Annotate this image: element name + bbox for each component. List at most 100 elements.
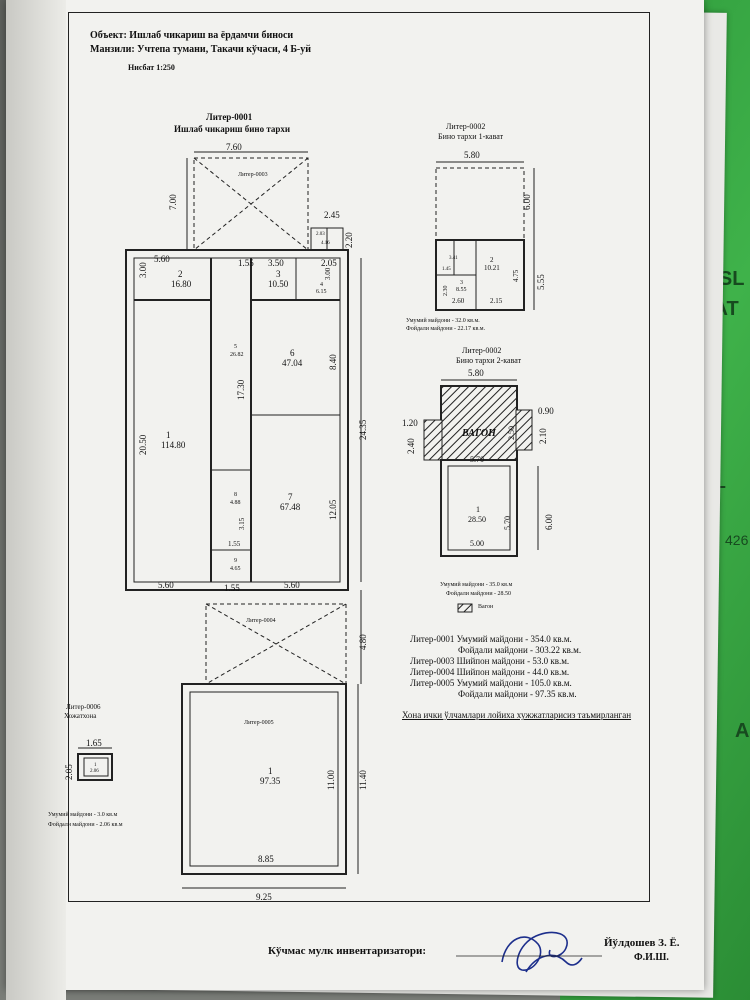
signature [456,931,602,973]
f1-room1-area: 3.41 [449,256,458,261]
f1-room2-num: 2 [490,256,494,264]
dim-liter0005-h: 11.00 [326,770,336,790]
dim-h6: 8.40 [328,354,338,370]
f2-dim-h-right: 2.10 [538,428,548,444]
liter0001-subtitle: Ишлаб чикариш бино тархи [174,124,291,134]
f1-dim-w: 5.80 [464,150,480,160]
f1-room4-area: 1.45 [442,267,451,272]
room7-num: 7 [288,492,293,502]
address: Манзили: Учтепа тумани, Такачи кўчаси, 4… [90,44,312,55]
room11-area: 2.03 [316,232,325,237]
liter0005-room-num: 1 [268,766,273,776]
room8-num: 8 [234,492,237,498]
f2-dim-w: 5.80 [468,368,484,378]
liter0005-area: 97.35 [260,776,281,786]
renovation-note: Хона ички ўлчамлари лойиха хужжатларисиз… [402,710,632,720]
summary-line-1: Литер-0001 Умумий майдони - 354.0 кв.м. [410,634,572,644]
room8-area: 4.88 [230,500,241,506]
f1-dim-d4: 4.75 [512,269,520,282]
inventor-label: Кўчмас мулк инвентаризатори: [268,945,427,957]
dim-mid: 1.55 [238,258,254,268]
liter0004-label: Литер-0004 [246,618,276,624]
liter0006-room-num: 1 [94,763,97,768]
f1-dim-d1: 2.30 [443,286,449,297]
summary-line-4: Литер-0004 Шийпон майдони - 44.0 кв.м. [410,667,570,677]
room6-area: 47.04 [282,358,303,368]
f2-dim-right: 0.90 [538,406,554,416]
f2-room-num: 1 [476,505,480,514]
liter0002-f2-useful: Фойдали майдони - 28.50 [446,591,512,597]
f1-room3-area: 8.55 [456,287,467,293]
dim-liter0004: 4.80 [358,634,368,650]
room7-area: 67.48 [280,502,301,512]
liter0005-outline [181,683,347,875]
f2-dim-h-in: 5.70 [503,516,512,530]
liter0005-label: Литер-0005 [244,720,274,726]
object-title: Объект: Ишлаб чикариш ва ёрдамчи биноси [90,30,294,41]
liter0006-area: 2.06 [90,769,99,774]
dim-liter0005-total: 11.40 [358,770,368,790]
inventor-name: Йўлдошев З. Ё. [604,937,680,949]
f1-dim-d2: 2.60 [452,297,465,305]
liter0006-outline [77,753,113,781]
folder-text-4: 426 [725,532,749,548]
dim-bottom-right: 5.60 [284,580,300,590]
room9-area: 4.65 [230,566,241,572]
summary-line-6: Фойдали майдони - 97.35 кв.м. [458,689,577,699]
dim-h3: 3.00 [138,262,148,278]
dim-r2: 2.05 [321,258,337,268]
dim-bottom-left: 5.60 [158,580,174,590]
dim-r1: 3.50 [268,258,284,268]
floor-plan-drawing: 7.60 7.00 Литер-0003 2.45 2.20 5.60 1.55… [64,142,602,973]
summary-line-2: Фойдали майдони - 303.22 кв.м. [458,645,582,655]
dim-top: 7.60 [226,142,242,152]
summary-line-5: Литер-0005 Умумий майдони - 105.0 кв.м. [410,678,572,688]
vagon-hatched-area [440,385,518,461]
room1-num: 1 [166,430,171,440]
dim-h8: 3.15 [238,517,246,530]
vagon-label: ВАГОН [461,428,497,439]
f2-room-area: 28.50 [468,515,486,524]
dim-h7: 12.05 [328,499,338,520]
dim-side-h: 2.20 [344,232,354,248]
document-page: Объект: Ишлаб чикариш ва ёрдамчи биноси … [6,0,704,1000]
fio-label: Ф.И.Ш. [634,952,669,963]
dim-h9: 1.55 [228,540,241,548]
room6-num: 6 [290,348,295,358]
room3-area: 10.50 [268,279,289,289]
room5-area: 26.82 [230,352,244,358]
liter0002-f1-total: Умумий майдони - 32.0 кв.м. [406,318,480,324]
f2-dim-h-left: 2.40 [406,438,416,454]
f1-dim-h-top: 6.00 [522,194,532,210]
liter0006-useful: Фойдали майдони - 2.06 кв.м [48,822,123,828]
f1-room3-num: 3 [460,280,463,286]
dim-h-left: 20.50 [138,434,148,455]
dim-h4: 3.00 [324,267,332,280]
dim-left-w: 5.60 [154,254,170,264]
f2-dim-left: 1.20 [402,418,418,428]
f2-dim-inner-w: 5.00 [470,539,484,548]
room2-num: 2 [178,269,183,279]
dim-liter0005-w-out: 9.25 [256,892,272,902]
room4-num: 4 [320,282,323,288]
f1-room2-area: 10.21 [484,264,500,272]
room10-area: 4.16 [321,241,330,246]
page-fold-shadow [6,0,66,1000]
liter0002-f1-useful: Фойдали майдони - 22.17 кв.м. [406,326,486,332]
f2-dim-h-out: 6.00 [544,514,554,530]
liter0001-title: Литер-0001 [206,112,253,122]
liter0006-title: Литер-0006 [66,703,101,711]
dim-h5: 17.30 [236,379,246,400]
dim-bottom-mid: 1.55 [224,583,240,593]
room3-num: 3 [276,269,281,279]
liter0003-label: Литер-0003 [238,172,268,178]
liter0006-total: Умумий майдони - 3.0 кв.м [48,812,118,818]
liter0002-f2-subtitle: Бино тархи 2-кават [456,356,522,365]
room5-num: 5 [234,344,237,350]
room1-area: 114.80 [161,440,186,450]
dim-total-h: 24.35 [358,419,368,440]
room4-area: 6.15 [316,289,327,295]
liter0002-f2-room [440,459,518,557]
folder-text-5: A [735,720,750,742]
dim-liter0005-w-in: 8.85 [258,854,274,864]
